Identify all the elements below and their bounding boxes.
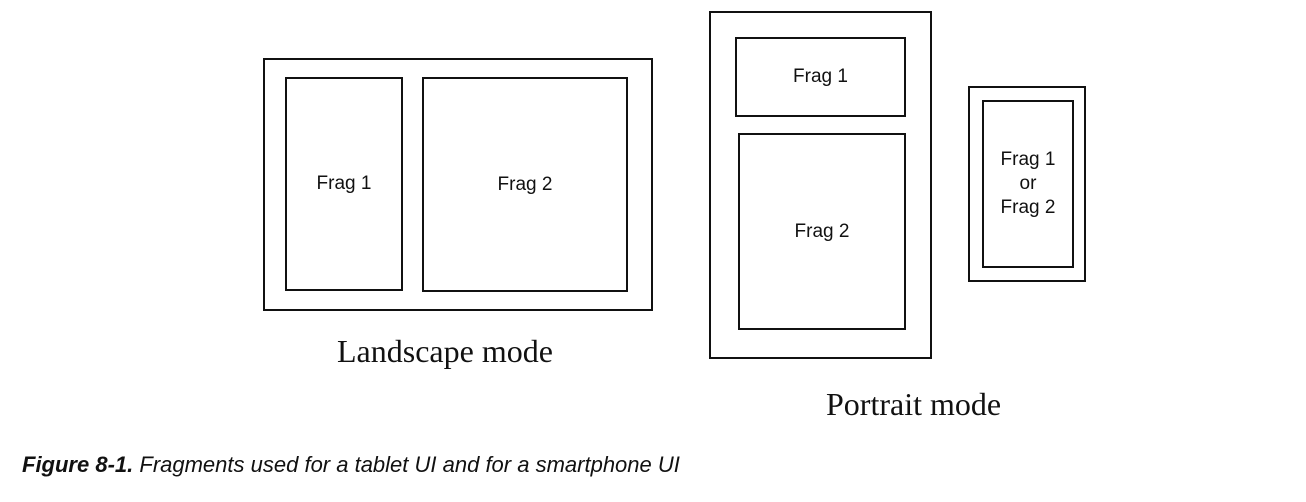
figure-number: Figure 8-1. — [22, 452, 134, 477]
landscape-mode-label: Landscape mode — [337, 333, 553, 369]
landscape-frag1-box: Frag 1 — [285, 77, 403, 291]
landscape-frag2-box: Frag 2 — [422, 77, 628, 292]
phone-or-label: or — [1019, 173, 1037, 194]
phone-frag-box: Frag 1 or Frag 2 — [982, 100, 1074, 268]
phone-frag2-label: Frag 2 — [1000, 197, 1056, 218]
figure-caption-text: Fragments used for a tablet UI and for a… — [139, 452, 680, 477]
landscape-frag1-label: Frag 1 — [316, 173, 372, 194]
landscape-frag2-label: Frag 2 — [497, 173, 553, 195]
phone-frag1-label: Frag 1 — [1000, 149, 1056, 170]
portrait-frag2-label: Frag 2 — [794, 220, 850, 242]
portrait-frag1-box: Frag 1 — [735, 37, 906, 117]
figure-caption: Figure 8-1. Fragments used for a tablet … — [22, 452, 680, 478]
portrait-frag2-box: Frag 2 — [738, 133, 906, 330]
portrait-frag1-label: Frag 1 — [793, 66, 848, 87]
portrait-mode-label: Portrait mode — [826, 386, 1002, 422]
